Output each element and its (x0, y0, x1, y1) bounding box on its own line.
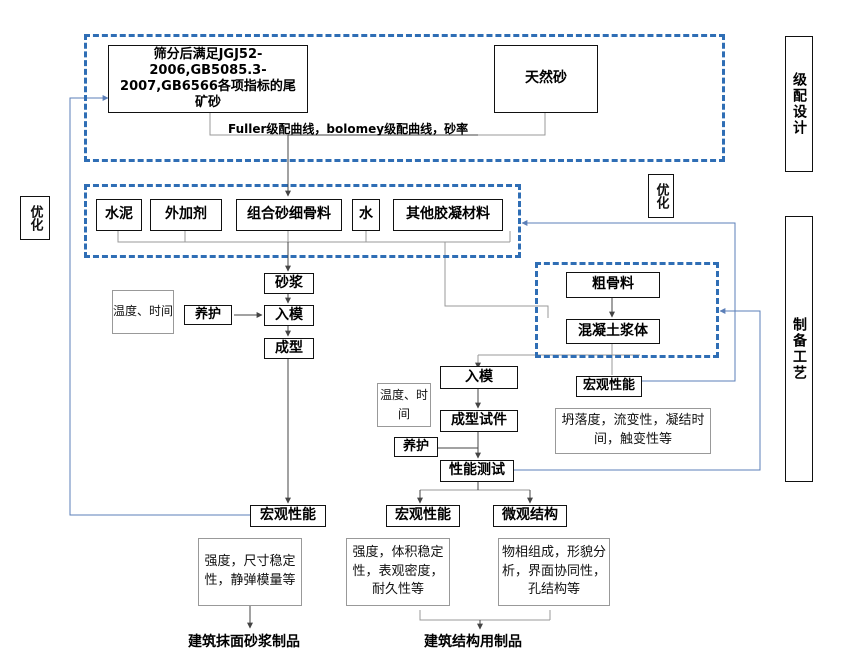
optimize-left-text: 优化 (27, 205, 43, 231)
concrete-mold-box: 入模 (440, 366, 518, 389)
binder-text: 其他胶凝材料 (406, 206, 490, 223)
specimen-text: 成型试件 (451, 412, 507, 429)
mortar-text: 砂浆 (275, 274, 303, 291)
mortar-curing-box: 养护 (184, 305, 232, 325)
fine-aggregate-text: 组合砂细骨料 (247, 206, 331, 223)
tailings-box: 筛分后满足JGJ52-2006,GB5085.3-2007,GB6566各项指标… (108, 45, 308, 113)
mortar-product: 建筑抹面砂浆制品 (188, 634, 300, 650)
micro-text: 微观结构 (502, 507, 558, 524)
mortar-macro-note-text: 强度，尺寸稳定性，静弹模量等 (204, 554, 296, 588)
connector-products (419, 610, 480, 621)
mortar-forming-text: 成型 (275, 339, 303, 356)
curve-caption: Fuller级配曲线，bolomey级配曲线，砂率 (228, 122, 469, 136)
concrete-macro-note: 强度，体积稳定性，表观密度，耐久性等 (346, 538, 450, 606)
tailings-text: 筛分后满足JGJ52-2006,GB5085.3-2007,GB6566各项指标… (120, 46, 296, 111)
mortar-forming-box: 成型 (264, 338, 314, 359)
concrete-curing-box: 养护 (394, 437, 438, 457)
mortar-mold-box: 入模 (264, 305, 314, 326)
concrete-mold-text: 入模 (465, 368, 493, 385)
mortar-mold-text: 入模 (275, 306, 303, 323)
optimize-right-label: 优化 (648, 174, 674, 218)
materials-group (84, 184, 521, 258)
natural-sand-text: 天然砂 (525, 70, 567, 87)
concrete-curing-text: 养护 (402, 438, 429, 454)
admixture-box: 外加剂 (150, 199, 222, 231)
mortar-macro-box: 宏观性能 (250, 505, 326, 527)
connector-materials (117, 231, 510, 243)
connector-materials-paste (444, 242, 549, 318)
process-side-label: 制备工艺 (785, 216, 813, 482)
process-side-text: 制备工艺 (791, 317, 807, 381)
testing-box: 性能测试 (440, 460, 514, 482)
concrete-paste-group (535, 262, 719, 358)
specimen-box: 成型试件 (440, 410, 518, 432)
coarse-aggregate-box: 粗骨料 (566, 272, 660, 298)
concrete-condition-text: 温度、时间 (379, 387, 428, 421)
micro-note: 物相组成，形貌分析，界面协同性，孔结构等 (498, 538, 610, 606)
water-box: 水 (352, 199, 380, 231)
concrete-macro-note-text: 强度，体积稳定性，表观密度，耐久性等 (352, 544, 444, 598)
mortar-box: 砂浆 (264, 273, 314, 294)
concrete-macro-text: 宏观性能 (395, 507, 451, 524)
cement-box: 水泥 (96, 199, 142, 231)
connector-tailings (209, 113, 288, 136)
testing-text: 性能测试 (449, 462, 505, 479)
mortar-macro-note: 强度，尺寸稳定性，静弹模量等 (198, 538, 302, 606)
grading-side-label: 级配设计 (785, 36, 813, 172)
paste-macro-text: 宏观性能 (582, 378, 635, 394)
paste-macro-note-text: 坍落度，流变性，凝结时间，触变性等 (561, 413, 705, 447)
paste-box: 混凝土浆体 (566, 319, 660, 344)
concrete-product: 建筑结构用制品 (424, 634, 522, 650)
concrete-condition-note: 温度、时间 (377, 383, 431, 427)
optimize-right-loop (521, 220, 736, 382)
micro-box: 微观结构 (493, 505, 567, 527)
micro-note-text: 物相组成，形貌分析，界面协同性，孔结构等 (501, 544, 606, 598)
optimize-right-text: 优化 (653, 183, 669, 209)
grading-group (84, 34, 725, 162)
fine-aggregate-box: 组合砂细骨料 (236, 199, 342, 231)
mortar-curing-text: 养护 (194, 306, 221, 322)
connector-natural-sand (478, 113, 546, 136)
mortar-macro-text: 宏观性能 (260, 507, 316, 524)
paste-macro-note: 坍落度，流变性，凝结时间，触变性等 (555, 408, 711, 454)
water-text: 水 (359, 206, 373, 223)
optimize-left-loop (69, 95, 250, 516)
cement-text: 水泥 (105, 206, 133, 223)
binder-box: 其他胶凝材料 (393, 199, 503, 231)
test-feedback-loop (514, 308, 761, 471)
mortar-condition-note: 温度、时间 (112, 290, 174, 334)
optimize-left-label: 优化 (20, 196, 50, 240)
admixture-text: 外加剂 (165, 206, 207, 223)
natural-sand-box: 天然砂 (494, 45, 598, 113)
mortar-condition-text: 温度、时间 (113, 304, 174, 319)
concrete-macro-box: 宏观性能 (386, 505, 460, 527)
grading-side-text: 级配设计 (791, 72, 807, 136)
paste-macro-box: 宏观性能 (576, 376, 642, 397)
paste-text: 混凝土浆体 (578, 322, 648, 339)
coarse-aggregate-text: 粗骨料 (592, 276, 634, 293)
